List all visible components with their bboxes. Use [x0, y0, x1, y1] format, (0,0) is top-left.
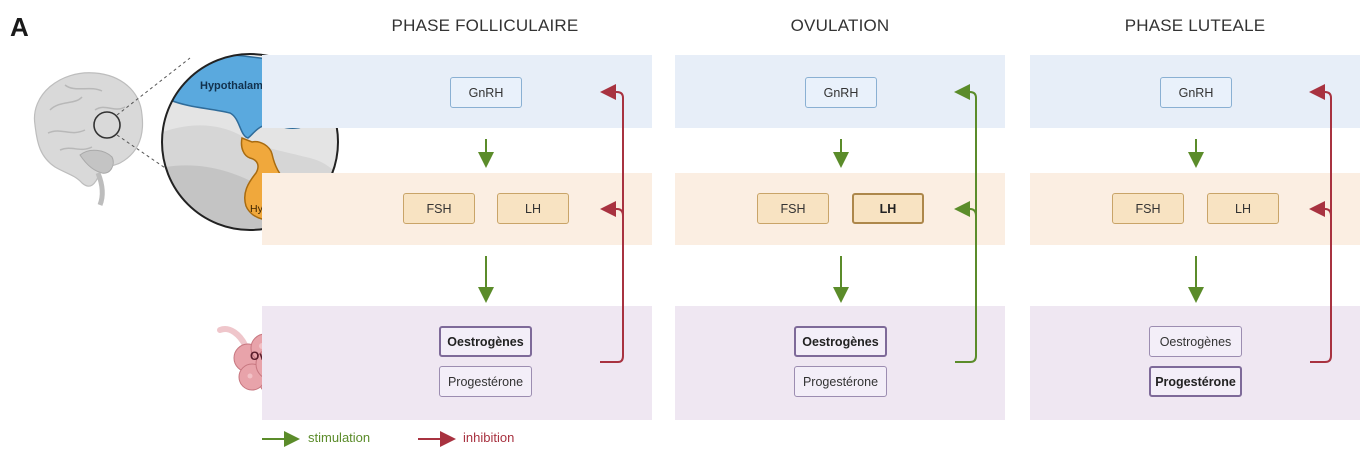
lh-box: LH [497, 193, 569, 224]
progesterone-box: Progestérone [1149, 366, 1242, 397]
band-ovaire-3 [1030, 306, 1360, 420]
oestrogenes-box: Oestrogènes [794, 326, 887, 357]
fsh-box: FSH [1112, 193, 1184, 224]
fsh-box: FSH [757, 193, 829, 224]
panel-letter: A [10, 12, 29, 42]
band-hypophyse-2 [675, 173, 1005, 245]
legend-stimulation-label: stimulation [308, 430, 371, 445]
stimulation-feedback-arrow [954, 84, 977, 363]
band-ovaire-1 [262, 306, 652, 420]
fsh-box: FSH [403, 193, 475, 224]
brain-illustration [33, 57, 191, 206]
band-ovaire-2 [675, 306, 1005, 420]
oestrogenes-box: Oestrogènes [439, 326, 532, 357]
inhibition-feedback-arrow [600, 84, 624, 363]
gnrh-box: GnRH [805, 77, 877, 108]
phase-title-luteale: PHASE LUTEALE [1124, 16, 1266, 35]
gnrh-box: GnRH [1160, 77, 1232, 108]
inhibition-feedback-arrow [600, 201, 624, 217]
phase-title-folliculaire: PHASE FOLLICULAIRE [391, 16, 579, 35]
gnrh-box: GnRH [450, 77, 522, 108]
progesterone-box: Progestérone [439, 366, 532, 397]
oestrogenes-box: Oestrogènes [1149, 326, 1242, 357]
band-hypophyse-3 [1030, 173, 1360, 245]
lh-box: LH [1207, 193, 1279, 224]
inhibition-feedback-arrow [1309, 84, 1332, 363]
lh-box: LH [852, 193, 924, 224]
hypothalamus-label: Hypothalamus [200, 80, 276, 92]
stimulation-feedback-arrow [954, 201, 977, 217]
phase-title-ovulation: OVULATION [790, 16, 890, 35]
legend-inhibition-label: inhibition [463, 430, 515, 445]
progesterone-box: Progestérone [794, 366, 887, 397]
inhibition-feedback-arrow [1309, 201, 1332, 217]
